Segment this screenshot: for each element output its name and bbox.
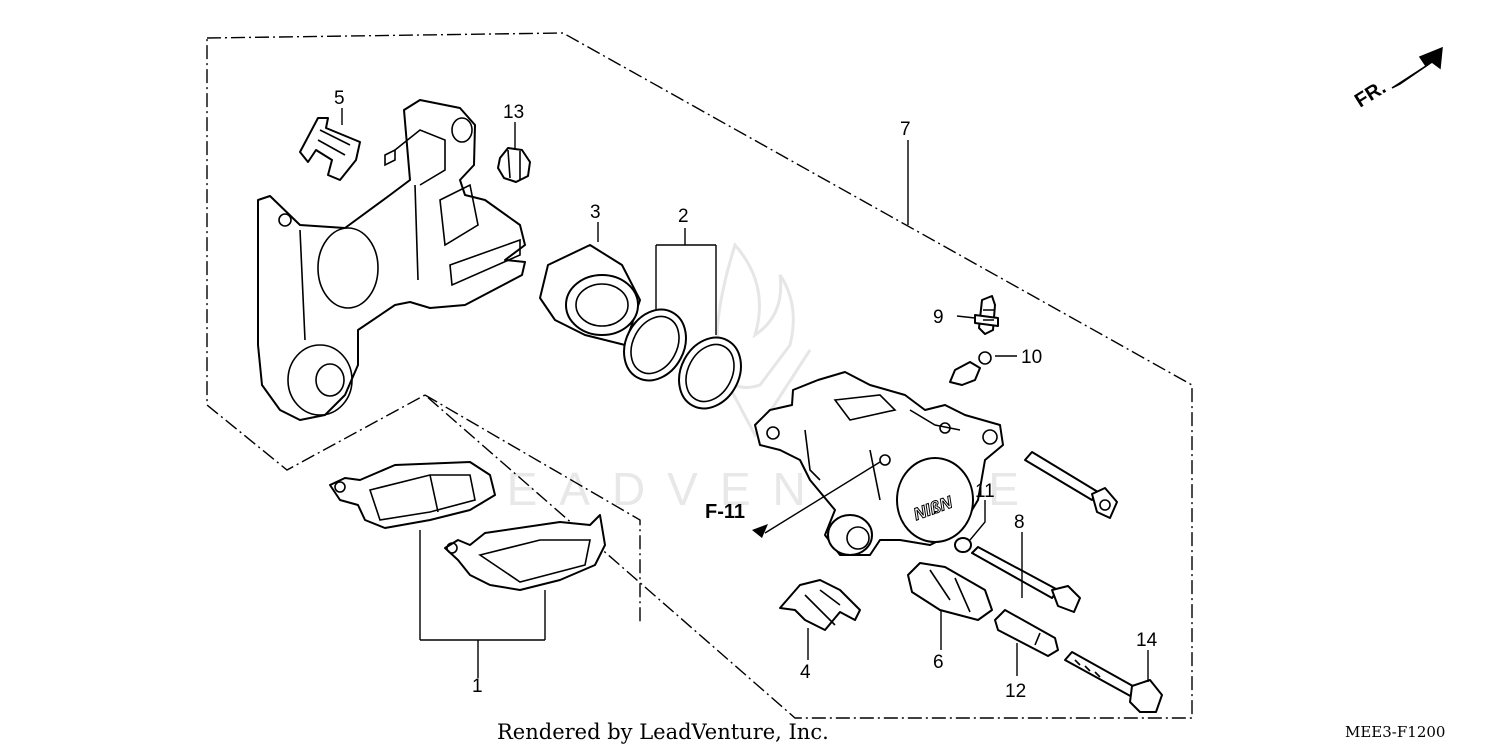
callout-8: 8 — [1014, 512, 1025, 533]
brake-pad-lower — [444, 514, 606, 591]
callout-14: 14 — [1136, 630, 1158, 651]
callout-2: 2 — [678, 206, 689, 227]
assembly-boundary-lower — [424, 394, 641, 625]
bracket-pin-upper — [1024, 451, 1118, 519]
callout-5: 5 — [334, 88, 345, 109]
leader-lines — [341, 108, 1149, 682]
brake-pad-upper — [329, 461, 496, 529]
piston — [539, 244, 641, 346]
pin-bolt — [994, 609, 1059, 657]
bracket-pin-lower — [971, 546, 1081, 613]
callouts: 5 13 3 2 7 9 10 11 8 6 4 12 14 1 — [334, 88, 1158, 702]
callout-10: 10 — [1021, 347, 1042, 368]
footer-credit: Rendered by LeadVenture, Inc. — [497, 720, 829, 744]
callout-3: 3 — [590, 202, 601, 223]
callout-4: 4 — [800, 662, 811, 683]
pad-spring — [779, 579, 861, 631]
assembly-boundary-upper — [206, 32, 1193, 719]
drawing-code: MEE3-F1200 — [1345, 723, 1445, 741]
reference-label: F-11 — [705, 501, 745, 523]
front-direction-indicator: FR. — [1351, 46, 1443, 113]
nut — [497, 147, 531, 183]
bolt — [1064, 651, 1163, 713]
caliper-bracket — [257, 99, 526, 421]
caliper-body: NIßN — [754, 371, 1004, 556]
callout-7: 7 — [900, 119, 911, 140]
callout-11: 11 — [975, 481, 995, 502]
bleeder-screw — [974, 295, 999, 335]
o-ring — [954, 537, 972, 553]
pad-retainer — [299, 117, 361, 181]
front-direction-label: FR. — [1351, 77, 1390, 113]
callout-1: 1 — [472, 676, 483, 697]
callout-6: 6 — [933, 652, 944, 673]
callout-13: 13 — [503, 102, 524, 123]
callout-9: 9 — [933, 307, 944, 328]
bleeder-cap — [949, 351, 992, 386]
boot — [907, 562, 993, 621]
piston-seal-set — [623, 308, 742, 410]
callout-12: 12 — [1005, 681, 1026, 702]
